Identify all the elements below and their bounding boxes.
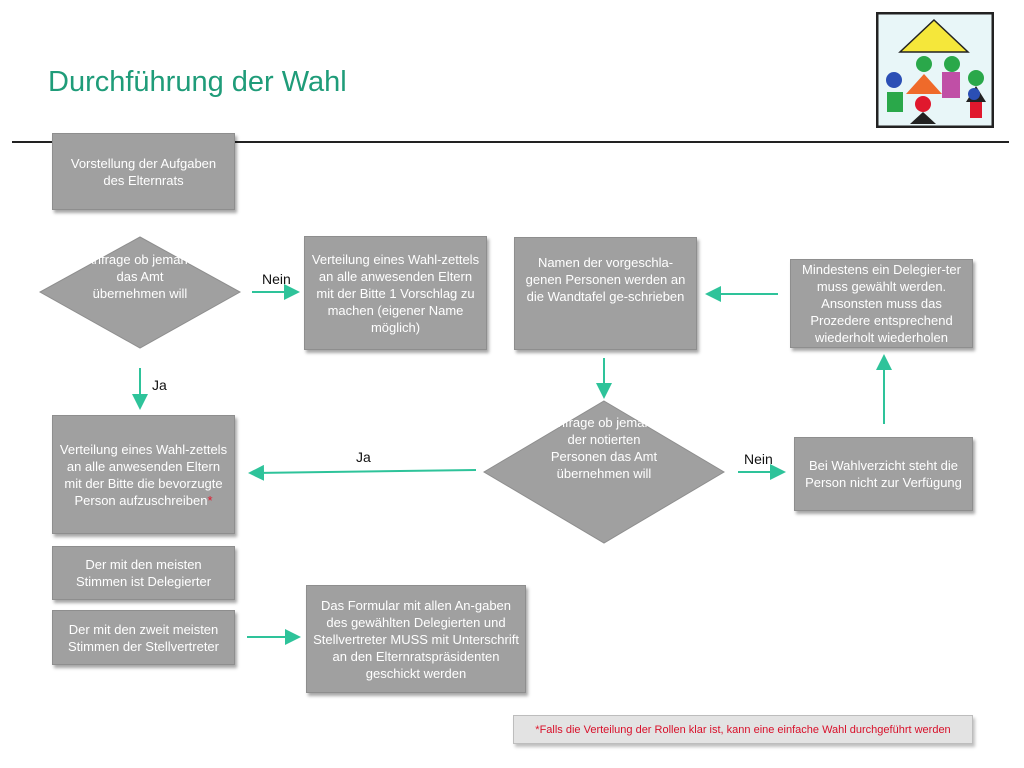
decision-anfrage-1-text: Anfrage ob jemand das Amt übernehmen wil… [85, 252, 195, 301]
page-title: Durchführung der Wahl [48, 66, 347, 98]
box-wahlverzicht: Bei Wahlverzicht steht die Person nicht … [794, 437, 973, 511]
decision-anfrage-2-text: Anfrage ob jemand der notierten Personen… [549, 415, 659, 481]
box-vorstellung: Vorstellung der Aufgaben des Elternrats [52, 133, 235, 210]
edge-label-nein-1: Nein [262, 271, 291, 287]
elternrat-logo-icon [876, 12, 994, 128]
arrow-ja-2 [248, 464, 477, 481]
box-verteilung-2: Verteilung eines Wahl-zettels an alle an… [52, 415, 235, 534]
box-delegierter: Der mit den meisten Stimmen ist Delegier… [52, 546, 235, 600]
footnote-text: Falls die Verteilung der Rollen klar ist… [539, 723, 951, 736]
footnote-box: *Falls die Verteilung der Rollen klar is… [513, 715, 973, 744]
box-verteilung-1: Verteilung eines Wahl-zettels an alle an… [304, 236, 487, 350]
footnote-marker: * [207, 492, 213, 508]
box-stellvertreter: Der mit den zweit meisten Stimmen der St… [52, 610, 235, 665]
box-namen-wandtafel: Namen der vorgeschla-genen Personen werd… [514, 237, 697, 350]
title-divider [12, 141, 1009, 143]
decision-diamond-1 [38, 236, 242, 349]
edge-label-nein-2: Nein [744, 451, 773, 467]
box-formular: Das Formular mit allen An-gaben des gewä… [306, 585, 526, 693]
edge-label-ja-1: Ja [152, 377, 167, 393]
box-mindestens-delegierter: Mindestens ein Delegier-ter muss gewählt… [790, 259, 973, 348]
decision-diamond-2 [483, 400, 725, 544]
verteilung-2-text: Verteilung eines Wahl-zettels an alle an… [59, 441, 228, 508]
edge-label-ja-2: Ja [356, 449, 371, 465]
footnote-mark: * [535, 723, 540, 736]
